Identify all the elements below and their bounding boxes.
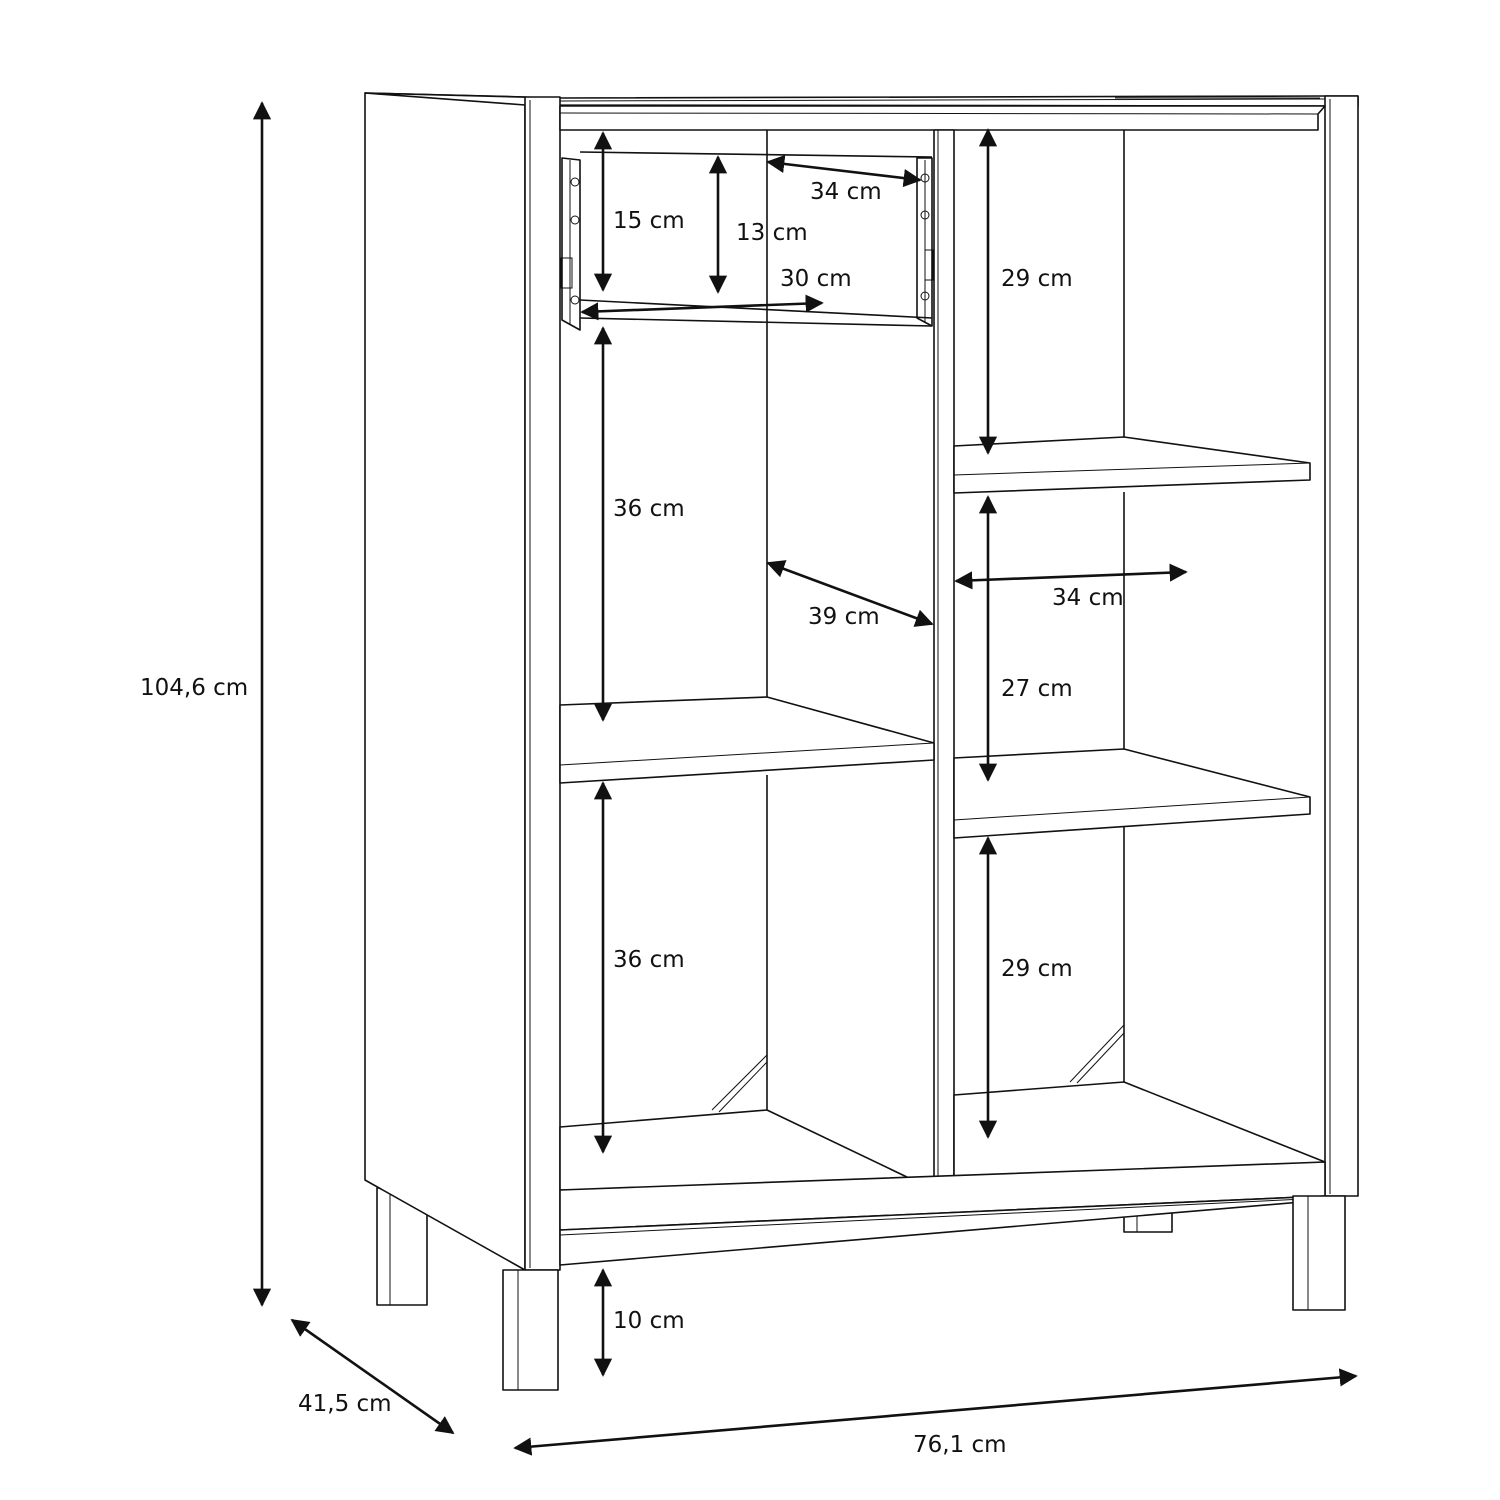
dimension-arrows [252, 101, 1358, 1456]
right-shelf-upper [953, 436, 1311, 494]
label-right-lower-height: 29 cm [1001, 956, 1073, 982]
label-left-lower-height: 36 cm [613, 947, 685, 973]
right-shelf-lower [953, 748, 1311, 839]
label-depth: 41,5 cm [298, 1391, 392, 1417]
front-post-left [524, 96, 561, 1271]
label-overall-height: 104,6 cm [140, 675, 248, 701]
label-left-middle-height: 36 cm [613, 496, 685, 522]
label-drawer-depth: 30 cm [780, 266, 852, 292]
label-drawer-outer-height: 15 cm [613, 208, 685, 234]
label-right-width: 34 cm [1052, 585, 1124, 611]
left-shelf [559, 696, 935, 784]
label-drawer-inner-height: 13 cm [736, 220, 808, 246]
cabinet [364, 92, 1359, 1391]
label-drawer-width: 34 cm [810, 179, 882, 205]
front-leg-left [502, 1269, 559, 1391]
label-right-middle-height: 27 cm [1001, 676, 1073, 702]
front-post-right [1324, 95, 1359, 1197]
label-right-upper-height: 29 cm [1001, 266, 1073, 292]
front-leg-right [1292, 1195, 1346, 1311]
label-left-depth: 39 cm [808, 604, 880, 630]
side-panel [364, 92, 526, 1271]
center-divider [933, 129, 955, 1191]
label-leg-height: 10 cm [613, 1308, 685, 1334]
base-plinth [559, 1161, 1326, 1266]
label-width: 76,1 cm [913, 1432, 1007, 1458]
